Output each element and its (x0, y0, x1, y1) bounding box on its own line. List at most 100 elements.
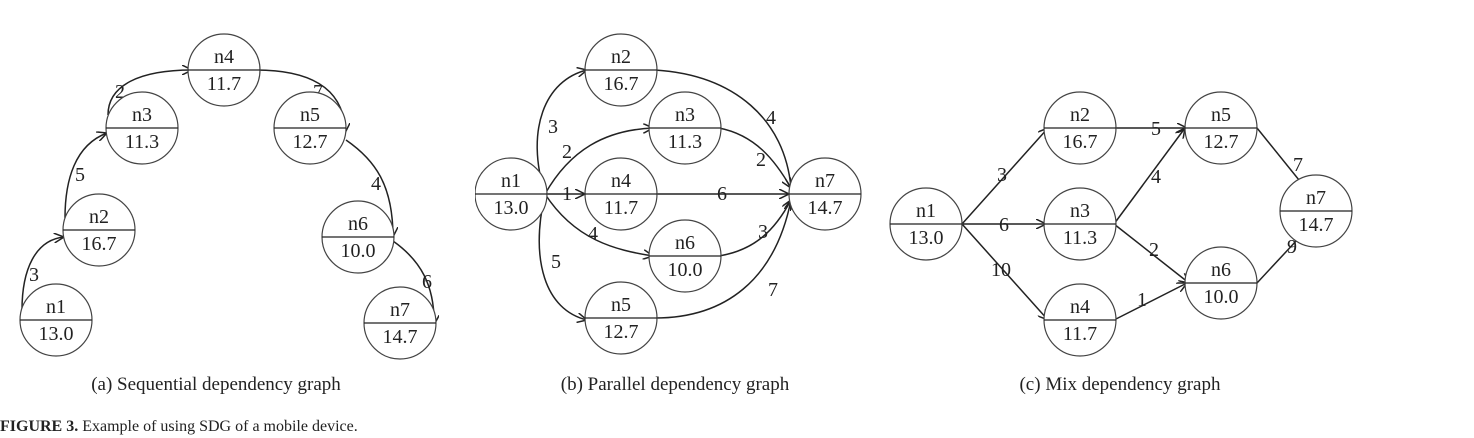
svg-text:16.7: 16.7 (82, 233, 117, 255)
edge-n1-n5 (538, 193, 587, 320)
svg-text:12.7: 12.7 (293, 131, 328, 153)
edge-weight: 5 (75, 164, 85, 186)
svg-text:11.3: 11.3 (668, 131, 702, 153)
edge-n5-n6 (345, 139, 393, 237)
edge-weight: 6 (717, 183, 727, 205)
figure-label: FIGURE 3. (0, 418, 79, 435)
svg-text:n5: n5 (611, 294, 631, 316)
edge-weight: 5 (551, 251, 561, 273)
svg-text:14.7: 14.7 (808, 197, 843, 219)
node-n7: n7 14.7 (1279, 174, 1353, 248)
node-n2: n2 16.7 (1043, 91, 1117, 165)
svg-text:n2: n2 (89, 206, 109, 228)
svg-text:n3: n3 (675, 104, 695, 126)
node-n5: n5 12.7 (584, 281, 658, 355)
edge-n3-n5 (1113, 128, 1185, 225)
node-n1: n1 13.0 (475, 157, 548, 231)
edge-n1-n2 (21, 237, 64, 311)
node-n2: n2 16.7 (584, 33, 658, 107)
edge-n4-n6 (1113, 283, 1187, 321)
node-n6: n6 10.0 (1184, 246, 1258, 320)
svg-text:13.0: 13.0 (494, 197, 529, 219)
svg-text:10.0: 10.0 (1204, 286, 1239, 308)
sequential-graph: 3 5 2 7 4 6 n1 13.0 n2 16.7 n3 11.3 n4 1… (19, 33, 480, 395)
edge-weight: 2 (115, 81, 125, 103)
node-n6: n6 10.0 (321, 200, 395, 274)
edge-weight: 6 (422, 271, 432, 293)
svg-text:n1: n1 (501, 170, 521, 192)
svg-text:n4: n4 (214, 46, 234, 68)
edge-n6-n7 (718, 200, 791, 257)
edge-weight: 4 (588, 223, 598, 245)
node-n5: n5 12.7 (1184, 91, 1258, 165)
node-n2: n2 16.7 (62, 193, 136, 267)
edge-weight: 4 (371, 173, 381, 195)
edge-n2-n3 (64, 133, 107, 219)
node-n3: n3 11.3 (1043, 187, 1117, 261)
svg-text:16.7: 16.7 (604, 73, 639, 95)
node-n4: n4 11.7 (1043, 283, 1117, 357)
edge-n1-n2 (536, 70, 587, 195)
svg-text:n7: n7 (390, 299, 410, 321)
svg-text:n4: n4 (1070, 296, 1090, 318)
node-n3: n3 11.3 (105, 91, 179, 165)
edge-n2-n7 (654, 69, 791, 188)
svg-text:13.0: 13.0 (39, 323, 74, 345)
svg-text:12.7: 12.7 (1204, 131, 1239, 153)
edge-weight: 3 (997, 164, 1007, 186)
svg-text:n4: n4 (611, 170, 631, 192)
figure-caption-text: Example of using SDG of a mobile device. (82, 418, 358, 435)
svg-text:11.7: 11.7 (1063, 323, 1097, 345)
edge-weight: 1 (562, 183, 572, 205)
edge-weight: 5 (1151, 118, 1161, 140)
svg-text:14.7: 14.7 (383, 326, 418, 348)
node-n3: n3 11.3 (648, 91, 722, 165)
svg-text:14.7: 14.7 (1299, 214, 1334, 236)
node-n4: n4 11.7 (187, 33, 261, 107)
edge-n3-n6 (1113, 223, 1189, 283)
subfigure-caption: (c) Mix dependency graph (1019, 374, 1221, 395)
edge-weight: 1 (1137, 289, 1147, 311)
edge-n3-n4 (107, 70, 192, 116)
node-n6: n6 10.0 (648, 219, 722, 293)
svg-text:n6: n6 (1211, 259, 1231, 281)
svg-text:n3: n3 (132, 104, 152, 126)
svg-text:12.7: 12.7 (604, 321, 639, 343)
node-n5: n5 12.7 (273, 91, 347, 165)
edge-n1-n2 (961, 128, 1048, 225)
edge-n1-n3 (544, 128, 653, 195)
edge-weight: 10 (991, 259, 1011, 281)
edge-weight: 2 (756, 149, 766, 171)
edge-n3-n7 (718, 127, 791, 188)
svg-text:16.7: 16.7 (1063, 131, 1098, 153)
edge-n1-n4 (961, 223, 1048, 320)
svg-text:11.3: 11.3 (1063, 227, 1097, 249)
svg-text:13.0: 13.0 (909, 227, 944, 249)
edge-weight: 7 (768, 279, 778, 301)
svg-text:n5: n5 (1211, 104, 1231, 126)
svg-text:n1: n1 (916, 200, 936, 222)
svg-text:n3: n3 (1070, 200, 1090, 222)
edge-weight: 7 (313, 81, 323, 103)
edge-n1-n6 (544, 193, 653, 256)
svg-text:10.0: 10.0 (668, 259, 703, 281)
svg-text:n5: n5 (300, 104, 320, 126)
edge-weight: 3 (29, 264, 39, 286)
subfigure-caption: (b) Parallel dependency graph (561, 374, 790, 395)
mix-graph: 3 6 10 5 4 2 1 7 9 n1 13.0 n2 16.7 n3 11… (889, 91, 1353, 395)
svg-text:n7: n7 (815, 170, 835, 192)
svg-text:11.3: 11.3 (125, 131, 159, 153)
node-n7: n7 14.7 (788, 157, 862, 231)
edge-weight: 7 (1293, 154, 1303, 176)
parallel-graph: 3 2 1 4 5 4 2 6 3 7 n1 13.0 n2 16.7 n3 1… (475, 33, 862, 395)
node-n7: n7 14.7 (363, 286, 437, 360)
edge-weight: 4 (766, 107, 776, 129)
edge-n5-n7 (654, 200, 791, 319)
edge-weight: 9 (1287, 236, 1297, 258)
figure-caption: FIGURE 3. Example of using SDG of a mobi… (0, 418, 358, 436)
svg-text:n6: n6 (348, 213, 368, 235)
svg-text:10.0: 10.0 (341, 240, 376, 262)
svg-text:n2: n2 (1070, 104, 1090, 126)
svg-text:n7: n7 (1306, 187, 1326, 209)
svg-text:n2: n2 (611, 46, 631, 68)
